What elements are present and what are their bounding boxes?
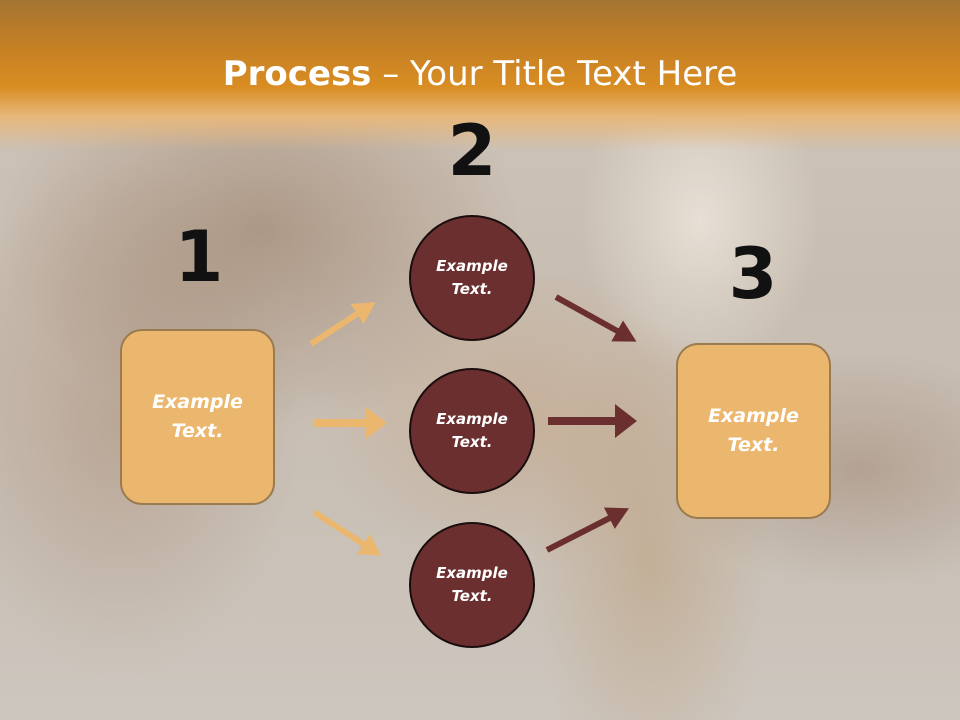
arrow-left-to-top <box>309 302 376 347</box>
step-number-1: 1 <box>174 216 224 298</box>
slide-title: Process – Your Title Text Here <box>0 50 960 98</box>
circle-top: Example Text. <box>409 215 535 341</box>
title-band <box>0 0 960 150</box>
arrow-left-to-bottom <box>312 509 382 556</box>
arrow-left-to-middle <box>314 407 387 439</box>
title-rest-part: – Your Title Text Here <box>371 54 738 94</box>
arrow-middle-to-right <box>548 404 637 438</box>
left-text-box: Example Text. <box>120 329 275 505</box>
arrow-top-to-right <box>554 294 637 342</box>
left-box-text: Example Text. <box>152 391 243 442</box>
circle-bottom: Example Text. <box>409 522 535 648</box>
circle-top-text: Example Text. <box>436 257 508 298</box>
right-text-box: Example Text. <box>676 343 831 519</box>
step-number-3: 3 <box>728 233 778 315</box>
title-bold-part: Process <box>222 54 372 94</box>
circle-middle: Example Text. <box>409 368 535 494</box>
arrow-bottom-to-right <box>545 507 629 553</box>
circle-bottom-text: Example Text. <box>436 564 508 605</box>
right-box-text: Example Text. <box>708 405 799 456</box>
circle-middle-text: Example Text. <box>436 410 508 451</box>
step-number-2: 2 <box>447 110 497 192</box>
